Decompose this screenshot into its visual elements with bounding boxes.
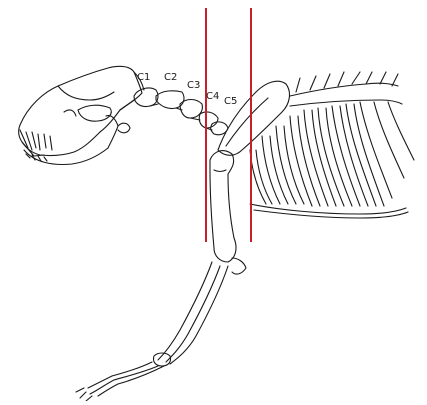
reference-lines: [206, 8, 251, 242]
scapula: [218, 81, 289, 155]
humerus: [210, 151, 236, 262]
label-c4: C4: [206, 91, 219, 102]
forelimb: [76, 258, 246, 401]
label-c2: C2: [164, 72, 177, 83]
label-c3: C3: [187, 80, 200, 91]
label-c1: C1: [137, 72, 150, 83]
label-c5: C5: [224, 96, 237, 107]
vertebra-labels: C1 C2 C3 C4 C5: [137, 72, 237, 107]
rib-cage: [250, 72, 414, 218]
skull: [19, 66, 144, 164]
vertebra-c4: [199, 112, 218, 128]
